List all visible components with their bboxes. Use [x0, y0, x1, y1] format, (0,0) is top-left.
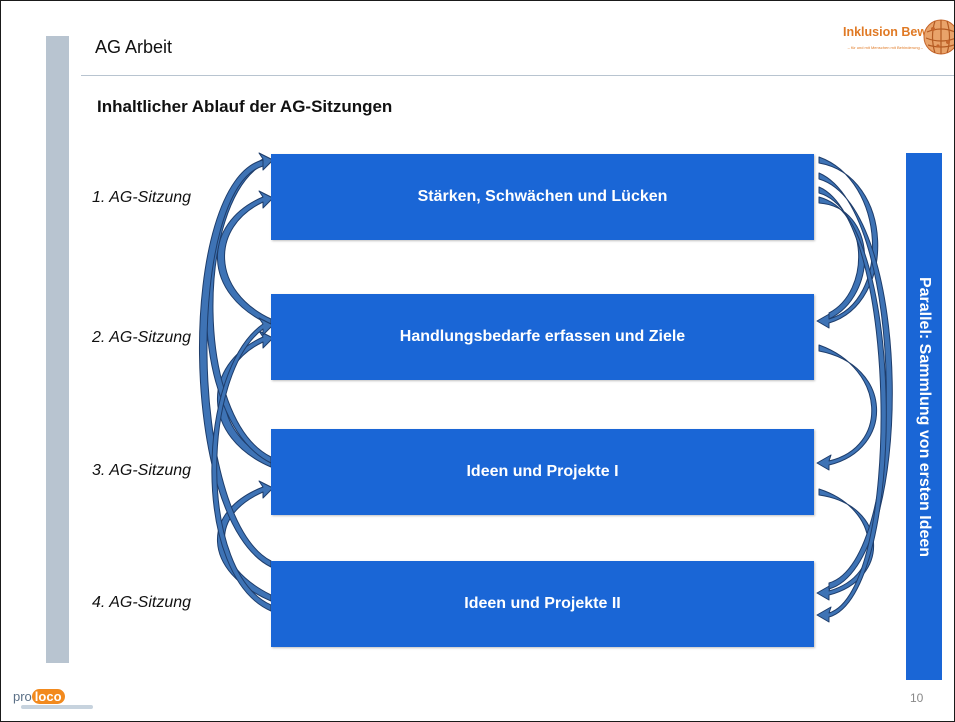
step-box-3: Ideen und Projekte I [271, 429, 814, 515]
logo-tagline: – für und mit Menschen mit Behinderung – [847, 45, 923, 50]
step-box-2: Handlungsbedarfe erfassen und Ziele [271, 294, 814, 380]
left-arrow-4-to-2 [211, 317, 274, 612]
page-number: 10 [910, 691, 924, 705]
right-arrow-2-to-3 [816, 344, 877, 471]
header-divider [81, 75, 954, 76]
proloco-swoosh [21, 705, 93, 709]
left-arrow-4-to-1 [199, 159, 272, 568]
proloco-highlight: loco [31, 689, 65, 704]
right-arrow-3-to-4 [816, 488, 875, 601]
step-box-2-label: Handlungsbedarfe erfassen und Ziele [399, 328, 686, 345]
left-accent-bar [46, 36, 69, 663]
parallel-ideas-bar: Parallel: Sammlung von ersten Ideen [906, 153, 942, 680]
session-label-2: 2. AG-Sitzung [92, 329, 192, 346]
parallel-ideas-label: Parallel: Sammlung von ersten Ideen [916, 276, 933, 557]
proloco-prefix: pro [13, 689, 32, 704]
session-label-1: 1. AG-Sitzung [92, 189, 192, 206]
diagram-subtitle: Inhaltlicher Ablauf der AG-Sitzungen [97, 97, 393, 116]
page-title: AG Arbeit [95, 37, 173, 57]
step-box-4: Ideen und Projekte II [271, 561, 814, 647]
right-arrow-1-to-2 [816, 156, 879, 329]
step-box-4-label: Ideen und Projekte II [464, 595, 621, 612]
inklusion-bewegen-logo: Inklusion Bewegen – für und mit Menschen… [843, 18, 954, 72]
right-arrow-1-to-4b [816, 186, 887, 623]
step-box-1: Stärken, Schwächen und Lücken [271, 154, 814, 240]
step-box-1-label: Stärken, Schwächen und Lücken [417, 188, 668, 205]
right-arrow-1-to-4 [818, 172, 893, 590]
globe-icon [923, 19, 954, 55]
session-label-3: 3. AG-Sitzung [92, 462, 192, 479]
session-label-4: 4. AG-Sitzung [92, 594, 192, 611]
step-box-3-label: Ideen und Projekte I [466, 463, 619, 480]
